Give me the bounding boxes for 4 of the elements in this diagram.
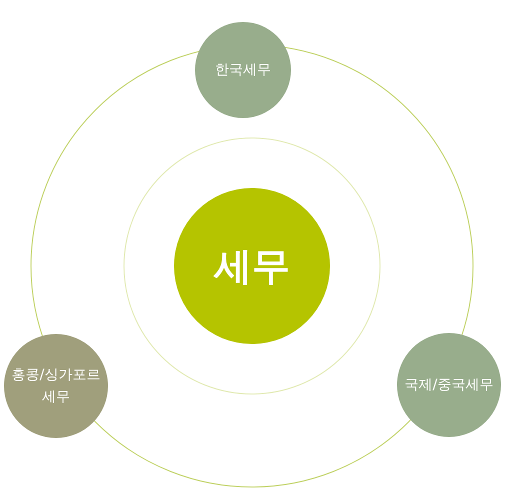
circle-label: 국제/중국세무 <box>404 376 494 395</box>
circle-label: 세무 <box>212 242 291 290</box>
circle-label: 한국세무 <box>214 60 272 80</box>
circle-label: 홍콩/싱가포르 세무 <box>10 366 102 407</box>
